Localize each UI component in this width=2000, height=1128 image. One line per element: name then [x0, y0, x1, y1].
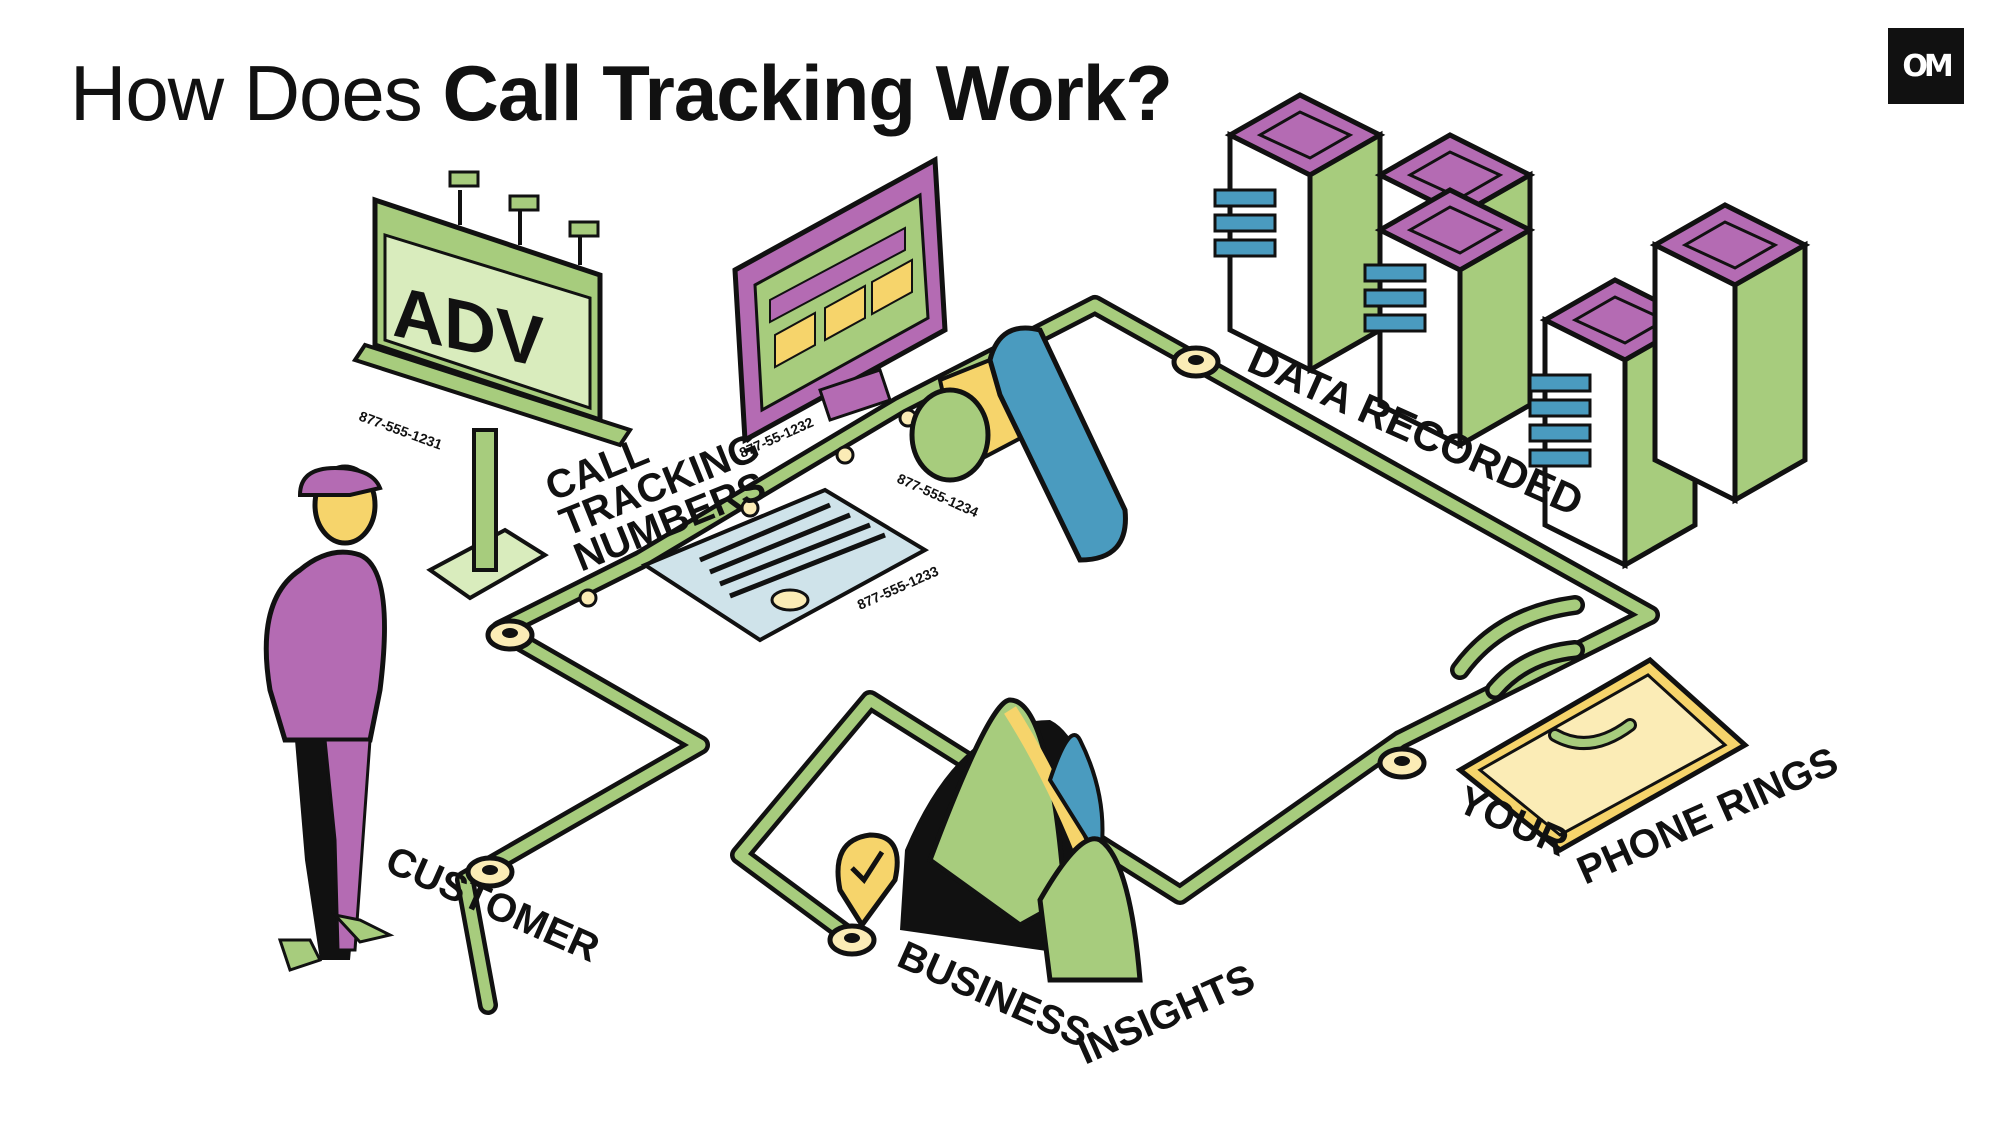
ads-icon-illustration: 877-555-1234 [895, 325, 1128, 563]
server-5 [1649, 202, 1811, 505]
node-start [485, 618, 535, 652]
phone-illustration [1450, 595, 1750, 854]
logo-text: OM [1902, 48, 1953, 84]
node-customer [465, 855, 515, 889]
page-title: How Does Call Tracking Work? [70, 48, 1173, 139]
billboard-number: 877-555-1231 [357, 408, 445, 453]
insights-illustration [835, 697, 1143, 983]
flow-path [455, 295, 1660, 1015]
customer-figure [263, 464, 395, 972]
node-phone [1377, 746, 1427, 780]
node-data [1171, 345, 1221, 379]
newspaper-illustration: 877-555-1233 [640, 487, 941, 643]
node-insights [827, 923, 877, 957]
server-3 [1374, 187, 1536, 450]
billboard-illustration: ADV 877-555-1231 [351, 170, 634, 601]
path-nodes [465, 345, 1427, 957]
brand-logo: OM [1888, 28, 1964, 104]
servers-illustration [1213, 92, 1811, 570]
title-regular: How Does [70, 49, 443, 137]
title-bold: Call Tracking Work? [442, 49, 1172, 137]
